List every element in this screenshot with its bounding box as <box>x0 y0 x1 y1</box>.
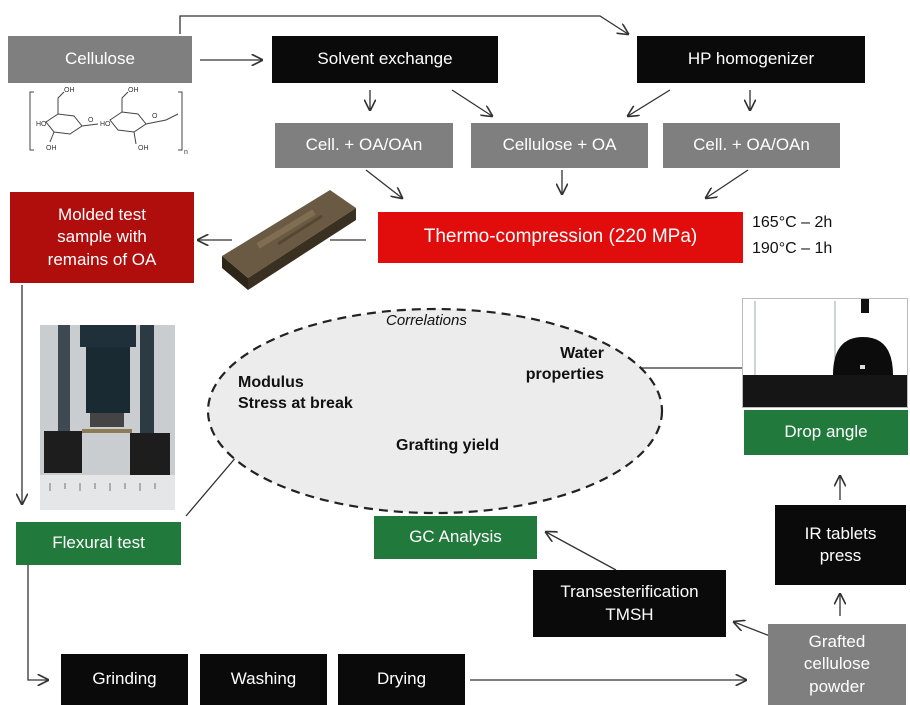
svg-text:O: O <box>88 117 94 124</box>
arrow-flexural-to-grinding <box>27 565 48 680</box>
svg-text:OH: OH <box>128 87 139 94</box>
thermo-compression-box: Thermo-compression (220 MPa) <box>378 212 743 263</box>
svg-text:O: O <box>152 113 158 120</box>
drop-angle-box: Drop angle <box>744 410 908 455</box>
svg-text:HO: HO <box>36 121 47 128</box>
transesterification-box: Transesterification TMSH <box>533 570 726 637</box>
correlations-title: Correlations <box>386 312 467 329</box>
cellulose-structure-image: OH HO O HO OH OH OH O n <box>29 87 188 156</box>
condition-line-1: 165°C – 2h <box>752 214 833 231</box>
cellulose-oa-box: Cellulose + OA <box>471 123 648 168</box>
condition-line-2: 190°C – 1h <box>752 240 833 257</box>
washing-box: Washing <box>200 654 327 705</box>
svg-text:OH: OH <box>138 145 149 152</box>
grafted-powder-box: Grafted cellulose powder <box>768 624 906 705</box>
arrow-hp-to-middle <box>628 89 671 116</box>
svg-text:OH: OH <box>64 87 75 94</box>
ir-tablets-box: IR tablets press <box>775 505 906 585</box>
arrow-solvent-to-middle <box>451 89 492 116</box>
flexural-test-photo <box>40 325 175 510</box>
cell-oa-oan-left-box: Cell. + OA/OAn <box>275 123 453 168</box>
arrow-grafted-to-transest <box>734 622 771 637</box>
svg-text:HO: HO <box>100 121 111 128</box>
arrow-right-to-thermo <box>706 169 749 198</box>
water-properties-label: Water properties <box>525 345 604 383</box>
molded-bar-image <box>222 190 356 290</box>
hp-homogenizer-box: HP homogenizer <box>637 36 865 83</box>
correlations-ellipse <box>206 307 664 515</box>
arrow-left-to-thermo <box>365 169 402 198</box>
solvent-exchange-box: Solvent exchange <box>272 36 498 83</box>
arrow-cellulose-to-hp <box>179 15 628 34</box>
grinding-box: Grinding <box>61 654 188 705</box>
flexural-test-box: Flexural test <box>16 522 181 565</box>
modulus-label: Modulus Stress at break <box>238 374 353 412</box>
grafting-yield-label: Grafting yield <box>396 437 500 454</box>
drying-box: Drying <box>338 654 465 705</box>
arrow-transest-to-gc <box>546 532 617 571</box>
gc-analysis-box: GC Analysis <box>374 516 537 559</box>
cell-oa-oan-right-box: Cell. + OA/OAn <box>663 123 840 168</box>
molded-sample-box: Molded test sample with remains of OA <box>10 192 194 283</box>
svg-text:n: n <box>184 149 188 156</box>
cellulose-box: Cellulose <box>8 36 192 83</box>
drop-angle-photo <box>742 298 908 408</box>
svg-text:OH: OH <box>46 145 57 152</box>
